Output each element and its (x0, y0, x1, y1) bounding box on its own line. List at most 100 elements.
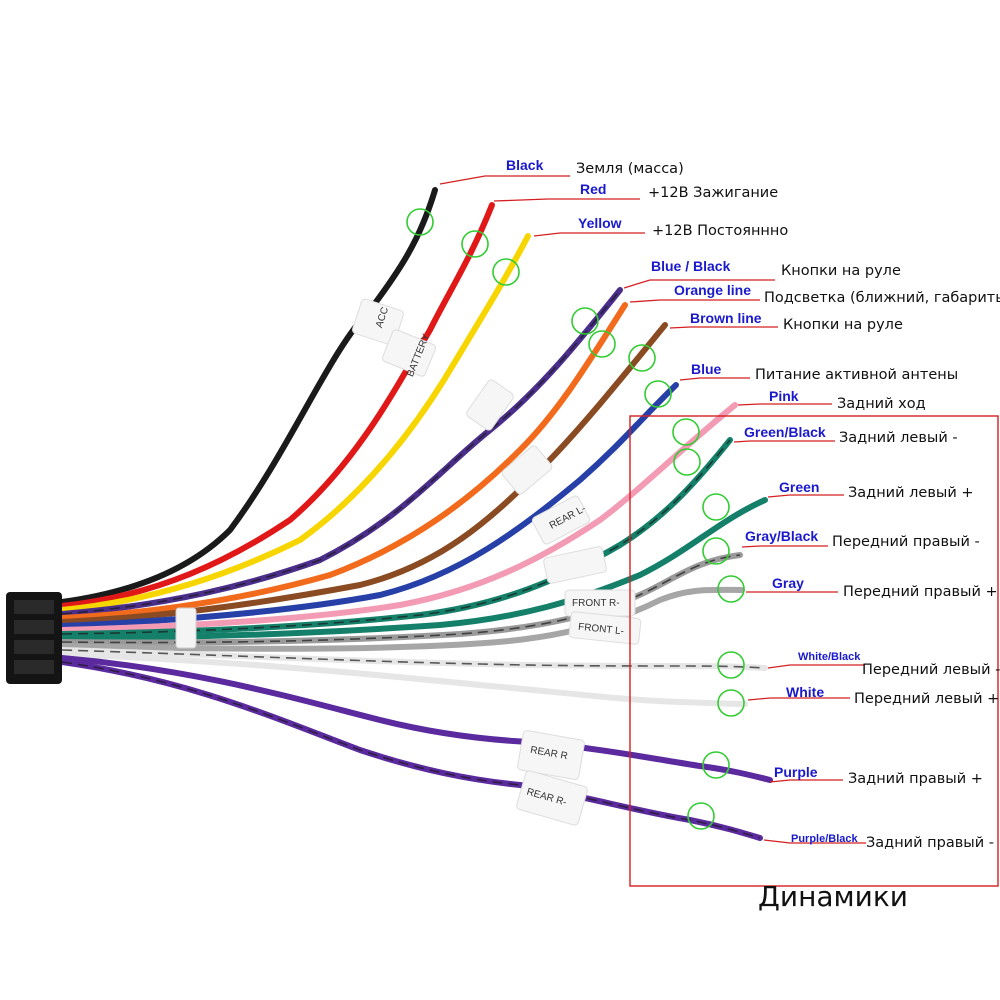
marker-circle-gray-black (702, 537, 730, 565)
wire-color-label-gray: Gray (772, 575, 804, 591)
leader-line-purple (769, 779, 843, 783)
sleeve-white (568, 611, 642, 645)
wire-purple-black (59, 659, 763, 841)
wire-color-label-brown: Brown line (690, 310, 762, 326)
leader-line-gray-black (741, 545, 828, 548)
wire-function-label-brown: Кнопки на руле (783, 317, 903, 333)
wire-function-label-black: Земля (масса) (576, 161, 684, 177)
sleeve-pink (531, 495, 591, 545)
sleeve-purple (517, 730, 585, 780)
marker-circle-brown (628, 344, 656, 372)
sleeve-text-front-r: FRONT R- (572, 598, 620, 609)
connector-slot (14, 660, 54, 674)
wire-function-label-white: Передний левый + (854, 691, 1000, 707)
label-sleeves (352, 298, 642, 826)
cable-tie (175, 607, 197, 649)
connector-slot (14, 620, 54, 634)
wire-function-label-gray-black: Передний правый - (832, 534, 980, 550)
iso-connector (6, 592, 197, 684)
wire-bundle (59, 187, 773, 841)
wire-pink (59, 402, 738, 633)
wire-function-label-gray: Передний правый + (843, 584, 998, 600)
speakers-caption: Динамики (758, 880, 908, 913)
marker-circle-red (461, 230, 489, 258)
wire-orange (59, 302, 628, 621)
wire-black (59, 187, 438, 605)
wire-purple (59, 655, 773, 783)
marker-circle-purple (702, 751, 730, 779)
wire-color-label-green: Green (779, 479, 820, 495)
wire-color-label-pink: Pink (769, 388, 799, 404)
marker-circle-white-black (717, 651, 745, 679)
leader-line-orange (629, 299, 760, 303)
wire-color-label-purple-black: Purple/Black (791, 833, 858, 845)
leader-line-red (493, 198, 640, 202)
wire-function-label-white-black: Передний левый - (862, 662, 1000, 678)
wire-color-label-yellow: Yellow (578, 215, 622, 231)
wire-blue (59, 382, 679, 629)
leader-line-yellow (533, 232, 645, 237)
marker-circle-white (717, 689, 745, 717)
leader-line-green-black (733, 440, 835, 443)
leader-line-white-black (767, 664, 865, 669)
wire-green (59, 497, 768, 641)
wire-color-label-gray-black: Gray/Black (745, 528, 819, 544)
connector-slot (14, 600, 54, 614)
sleeve-green (543, 546, 607, 584)
wire-gray (59, 586, 745, 652)
marker-circle-pink (672, 418, 700, 446)
leader-line-purple-black (763, 839, 866, 844)
leader-line-green (767, 494, 844, 498)
marker-circle-green (702, 493, 730, 521)
sleeve-black (352, 298, 404, 346)
wire-red (59, 202, 495, 609)
wire-color-label-blue-black: Blue / Black (651, 258, 731, 274)
leader-line-brown (669, 326, 778, 329)
wire-brown (59, 322, 668, 625)
wire-yellow (59, 233, 531, 613)
marker-circle-green-black (673, 448, 701, 476)
wire-color-label-blue: Blue (691, 361, 722, 377)
wire-function-label-yellow: +12В Постояннно (652, 223, 789, 239)
sleeve-blue-black (466, 379, 514, 431)
wire-stripe-purple-black (61, 661, 761, 839)
wire-function-label-purple: Задний правый + (848, 771, 983, 787)
wire-stripe-gray-black (61, 554, 741, 644)
wire-color-label-orange: Orange line (674, 282, 752, 298)
leader-line-white (747, 697, 850, 701)
leader-line-blue-black (623, 279, 775, 289)
wire-function-label-blue-black: Кнопки на руле (781, 263, 901, 279)
wire-function-label-pink: Задний ход (837, 396, 926, 412)
wire-color-label-purple: Purple (774, 764, 818, 780)
marker-circle-black (406, 208, 434, 236)
wire-stripe-blue-black (61, 289, 621, 615)
wire-color-label-red: Red (580, 181, 607, 197)
connector-slot (14, 640, 54, 654)
leader-line-black (439, 175, 570, 185)
wire-function-label-blue: Питание активной антены (755, 367, 959, 383)
wire-function-label-green-black: Задний левый - (839, 430, 958, 446)
speakers-group-frame (629, 415, 999, 887)
marker-circle-orange (588, 330, 616, 358)
sleeve-purple-black (516, 770, 588, 826)
marker-circle-blue-black (571, 307, 599, 335)
wire-function-label-purple-black: Задний правый - (866, 835, 994, 851)
marker-circle-gray (717, 575, 745, 603)
marker-circle-blue (644, 380, 672, 408)
sleeve-yellow (382, 329, 436, 377)
wire-function-label-orange: Подсветка (ближний, габариты) (764, 290, 1000, 306)
wire-white (59, 651, 748, 707)
marker-circle-purple-black (687, 802, 715, 830)
leader-line-pink (737, 403, 832, 406)
leader-line-blue (679, 377, 750, 381)
wire-function-label-red: +12В Зажигание (648, 185, 779, 201)
wire-color-label-black: Black (506, 157, 544, 173)
wire-color-label-white: White (786, 684, 825, 700)
annotations (406, 175, 866, 844)
wire-function-label-green: Задний левый + (848, 485, 974, 501)
wire-stripe-white-black (61, 649, 766, 669)
marker-circle-yellow (492, 258, 520, 286)
wire-color-label-white-black: White/Black (798, 651, 861, 663)
